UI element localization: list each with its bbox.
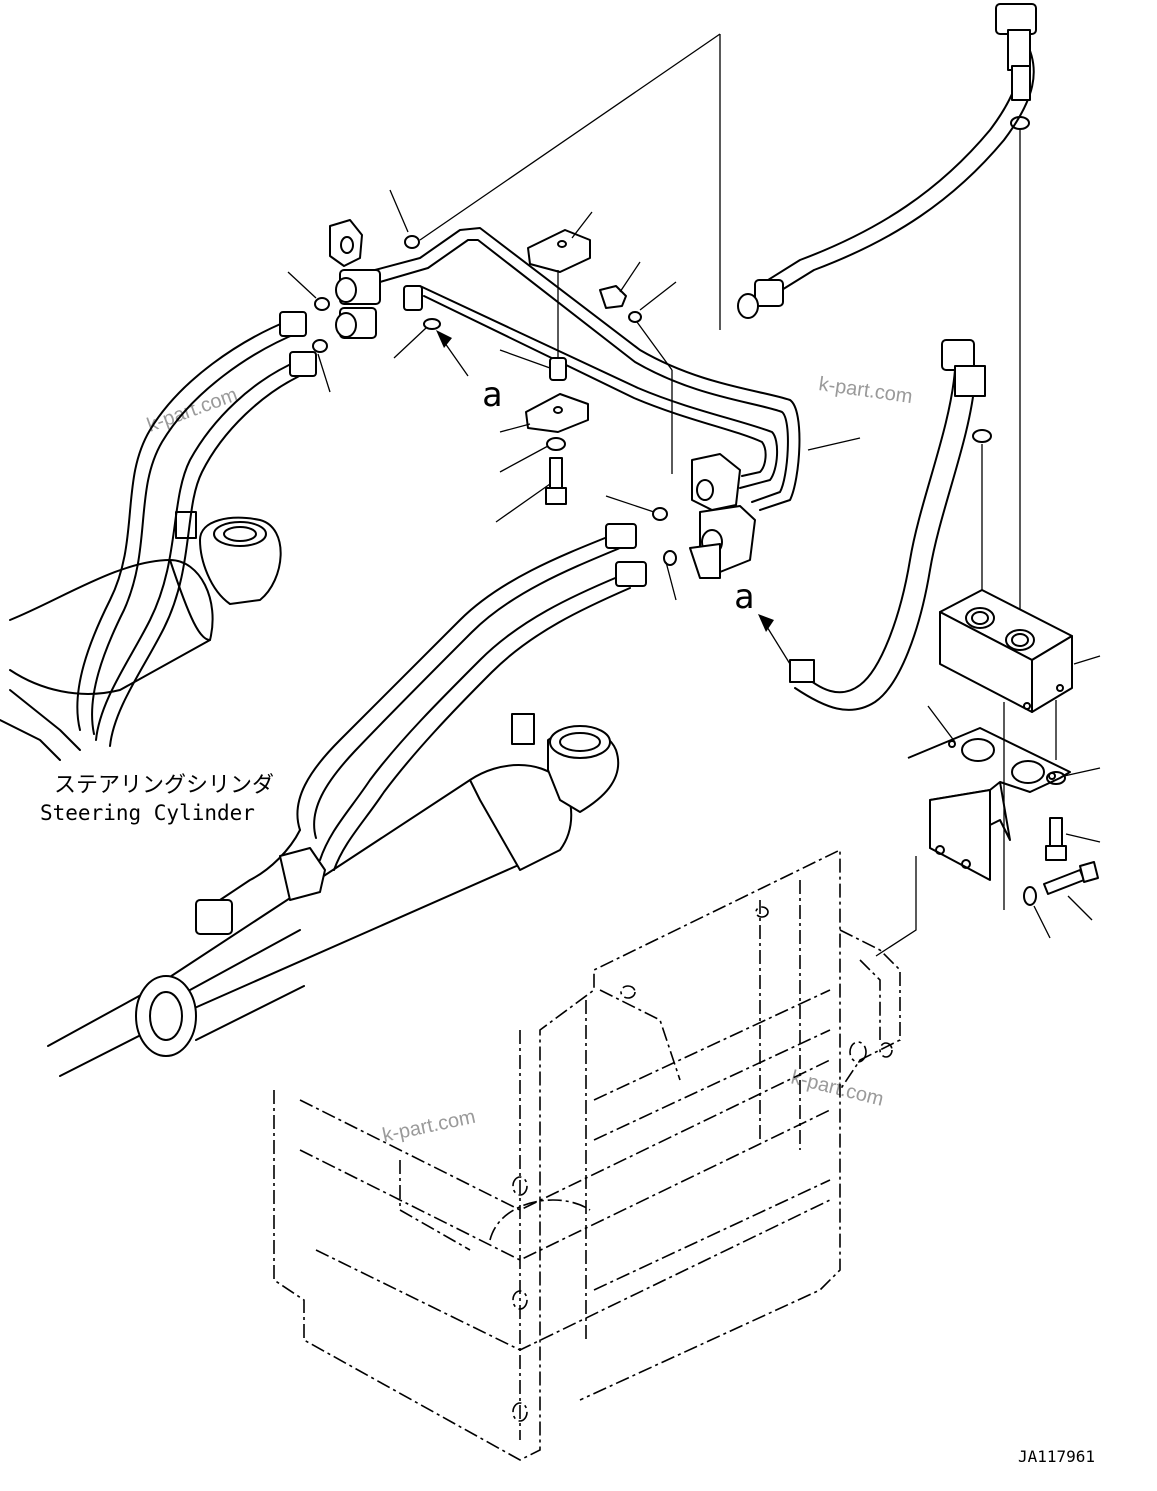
o-ring <box>314 297 330 311</box>
washer <box>1046 771 1066 785</box>
callout-arrow-lower <box>758 614 791 665</box>
bolt <box>545 457 567 505</box>
clamp-lower <box>525 393 589 433</box>
spacer <box>549 357 567 381</box>
steering-cylinder-label-en: Steering Cylinder <box>40 801 255 825</box>
clamp-upper <box>527 229 591 273</box>
hose-pair-left <box>76 311 317 747</box>
o-ring <box>663 550 677 566</box>
o-ring <box>404 235 420 249</box>
o-ring <box>628 311 642 323</box>
machine-frame <box>273 848 901 1461</box>
hose-upper-right <box>737 3 1037 319</box>
steering-cylinder-left <box>0 511 282 761</box>
o-ring <box>312 339 328 353</box>
callout-label-a: a <box>482 375 502 415</box>
watermark: k-part.com <box>380 1106 477 1147</box>
callout-label-a: a <box>734 577 754 617</box>
leader-lines <box>287 189 861 601</box>
tube-block-right <box>689 453 756 579</box>
hose-right <box>789 339 986 711</box>
washer <box>1023 886 1037 906</box>
callout-arrow-upper <box>436 330 469 377</box>
steering-cylinder-center <box>47 713 620 1077</box>
o-ring <box>652 507 668 521</box>
steel-tube-assembly <box>374 227 801 511</box>
steering-cylinder-label-jp: ステアリングシリンダ <box>54 773 274 798</box>
hose-pair-center <box>195 523 647 935</box>
bolt <box>1043 861 1099 895</box>
o-ring <box>1010 116 1030 130</box>
washer <box>546 437 566 451</box>
tube-block-left <box>329 219 423 339</box>
watermark: k-part.com <box>817 373 914 408</box>
valve-block <box>939 589 1073 713</box>
bolt <box>1045 817 1067 861</box>
mounting-bracket <box>907 727 1071 881</box>
drawing-id: JA117961 <box>1018 1447 1095 1466</box>
plug-fitting <box>599 285 627 309</box>
o-ring <box>423 318 441 330</box>
o-ring <box>972 429 992 443</box>
